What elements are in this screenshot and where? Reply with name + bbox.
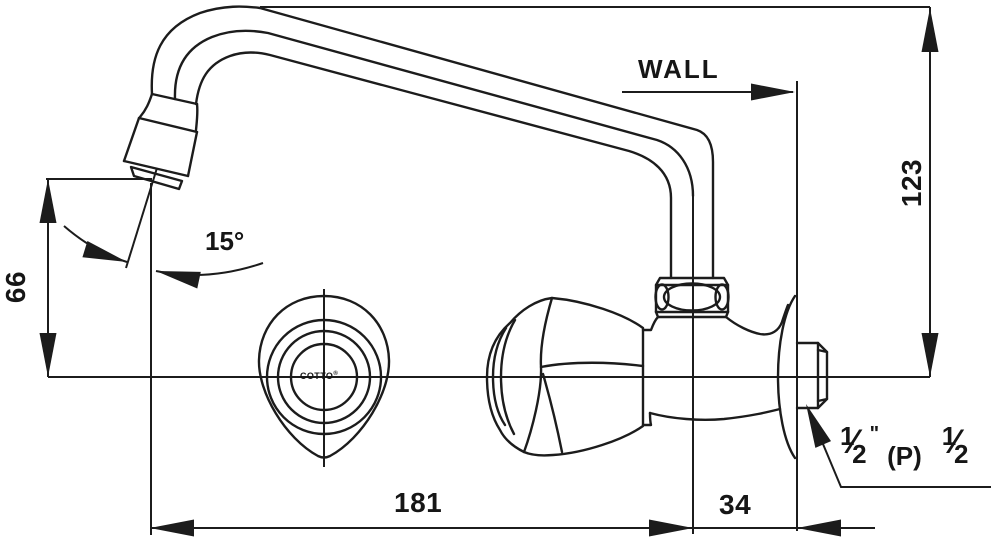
centerlines <box>48 196 930 534</box>
bottom-dimension-lines <box>150 183 875 535</box>
wall-line-and-arrow <box>622 81 798 531</box>
dimension-66 <box>46 178 152 377</box>
spout-tube <box>150 5 715 280</box>
valve-body <box>641 303 790 427</box>
wall-label: WALL <box>638 54 720 84</box>
thread-fraction-1: 1⁄2 <box>840 421 867 469</box>
spout-aerator <box>122 92 199 191</box>
registered-mark: ® <box>333 371 339 377</box>
thread-nipple <box>795 341 829 410</box>
inch-mark: " <box>869 423 880 445</box>
dimension-123-label: 123 <box>896 158 927 208</box>
dimension-123 <box>260 6 931 377</box>
thread-connector: (P) <box>887 441 922 471</box>
thread-fraction-2: 1⁄2 <box>941 421 969 469</box>
dimension-34-label: 34 <box>719 489 752 520</box>
brand-logo: COTTO® <box>300 371 338 381</box>
angle-label: 15° <box>205 226 245 256</box>
brand-text: COTTO <box>300 371 334 381</box>
dimension-181-label: 181 <box>394 487 443 518</box>
thread-size-note: 1⁄2 " (P) 1⁄2 <box>840 421 969 471</box>
dimension-66-label: 66 <box>0 270 31 304</box>
